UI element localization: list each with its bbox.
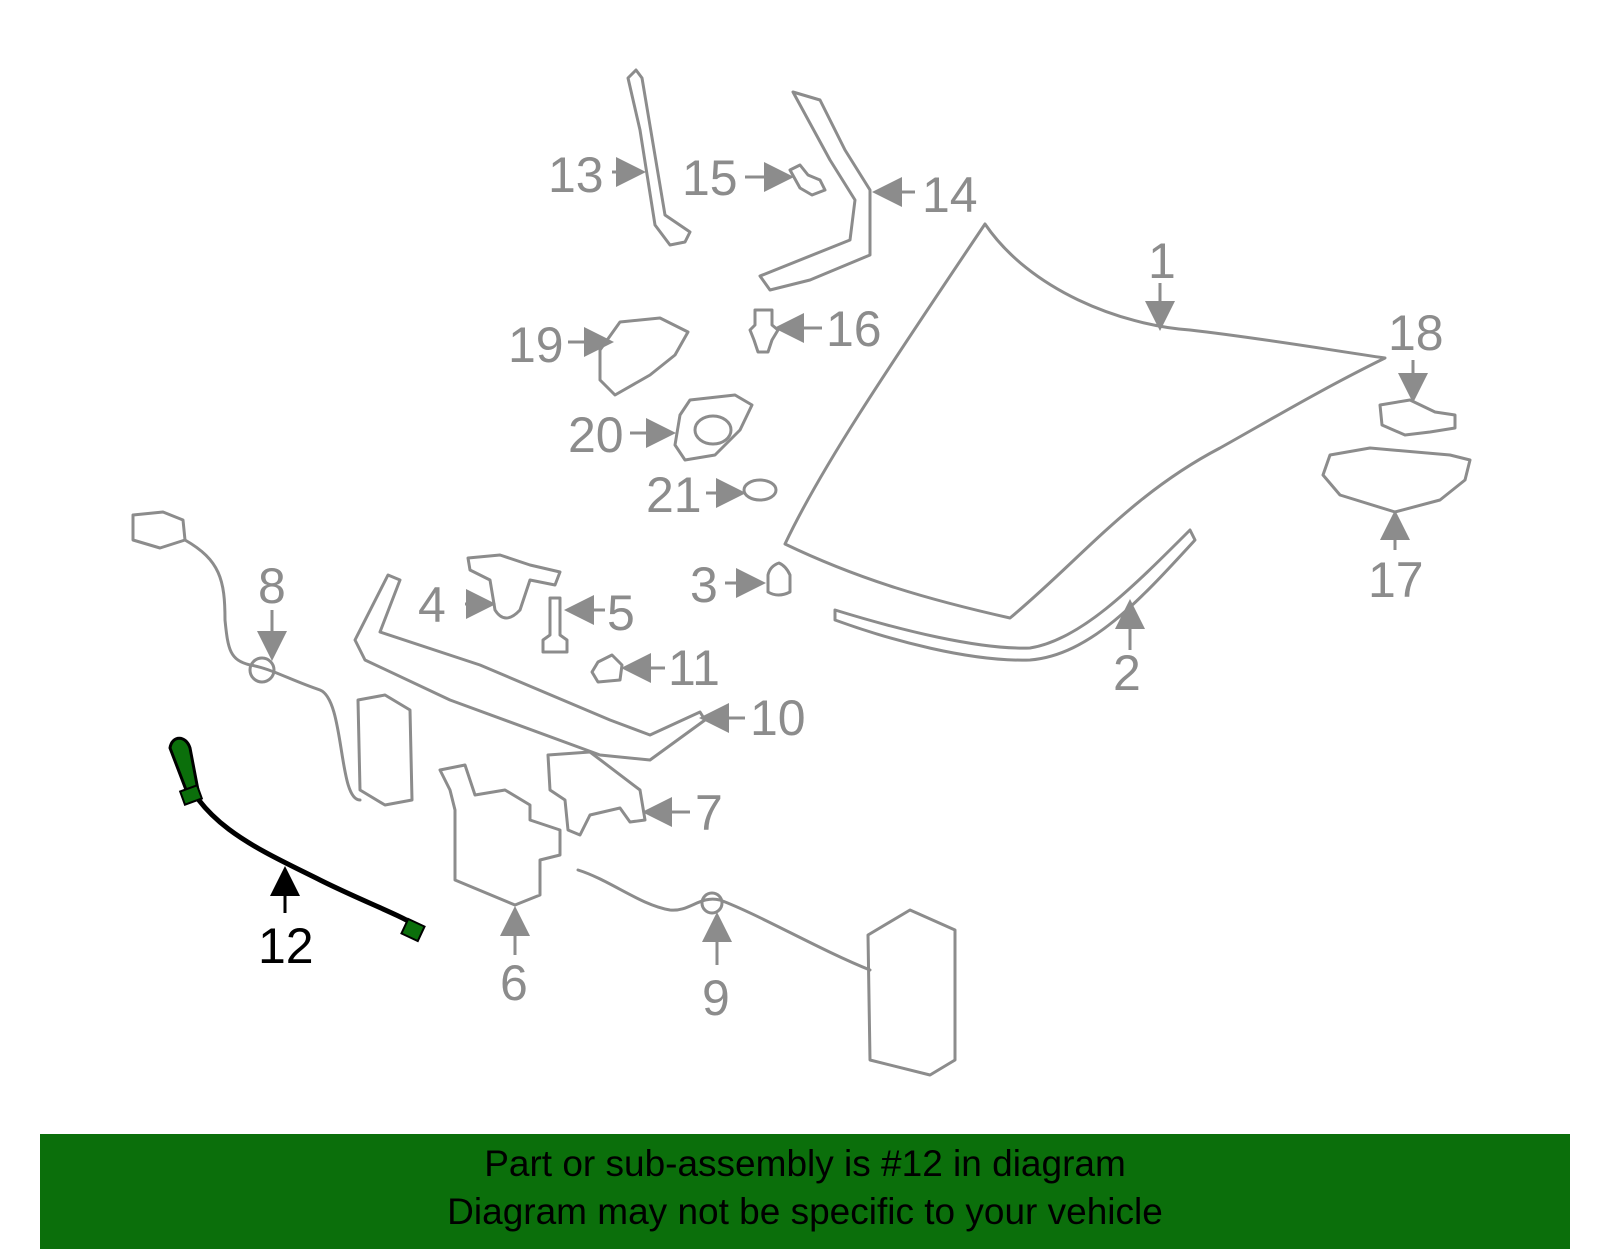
part-18-bulb (1378, 398, 1457, 437)
part-19-emblem (598, 316, 690, 397)
callout-21: 21 (646, 467, 702, 523)
callout-7: 7 (695, 785, 723, 841)
callout-10: 10 (750, 690, 806, 746)
part-17-light-housing (1321, 446, 1472, 514)
part-14-hinge (758, 90, 872, 292)
part-21-grommet (742, 478, 778, 502)
callout-16: 16 (826, 301, 882, 357)
part-9-grommet (700, 891, 724, 915)
callout-5: 5 (607, 585, 635, 641)
part-12-highlighted (168, 736, 426, 943)
banner-line-disclaimer: Diagram may not be specific to your vehi… (447, 1191, 1163, 1232)
callout-14: 14 (922, 167, 978, 223)
callout-6: 6 (500, 955, 528, 1011)
part-15-clip (788, 163, 827, 197)
callout-20: 20 (568, 407, 624, 463)
part-3-bumper (766, 561, 792, 597)
part-9-cable (576, 868, 872, 972)
part-2-seal (833, 528, 1197, 662)
part-11-nut (590, 653, 624, 684)
callout-17: 17 (1368, 552, 1424, 608)
part-20-gasket (673, 393, 754, 462)
part-8-housing (356, 693, 414, 807)
callout-11: 11 (668, 640, 720, 696)
part-5-bolt (541, 596, 569, 654)
callout-12: 12 (258, 918, 314, 974)
parts-diagram: 1 2 3 4 5 6 7 8 9 10 11 13 14 15 16 17 1… (131, 68, 1472, 1077)
callout-19: 19 (508, 317, 564, 373)
callout-1: 1 (1148, 233, 1176, 289)
part-13-strut (626, 68, 692, 247)
part-4-bracket (466, 553, 562, 620)
callout-15: 15 (682, 150, 738, 206)
part-9-handle (866, 908, 957, 1077)
part-16-stud (748, 308, 780, 354)
callout-8: 8 (258, 558, 286, 614)
part-10-support (353, 573, 707, 762)
part-20-gasket-hole (693, 414, 733, 446)
callout-18: 18 (1388, 305, 1444, 361)
callout-3: 3 (690, 557, 718, 613)
callout-4: 4 (418, 577, 446, 633)
info-banner: Part or sub-assembly is #12 in diagram D… (40, 1134, 1570, 1249)
callout-13: 13 (548, 147, 604, 203)
callout-9: 9 (702, 970, 730, 1026)
part-1-hood (783, 222, 1387, 620)
banner-line-part: Part or sub-assembly is #12 in diagram (484, 1143, 1126, 1184)
callout-2: 2 (1113, 645, 1141, 701)
part-7-lever (546, 750, 647, 837)
part-8-cable (131, 510, 362, 802)
part-6-latch (438, 763, 562, 907)
